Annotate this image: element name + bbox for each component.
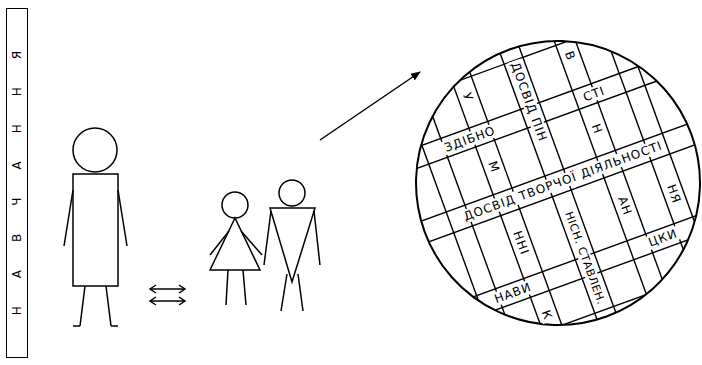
vertical-title-box: НАВЧАННЯ xyxy=(6,8,28,358)
adult-figure xyxy=(64,128,127,326)
boy-figure xyxy=(264,180,320,311)
band-text: ННІ xyxy=(510,227,533,259)
band-text: ДОСВІД ПІН xyxy=(507,59,550,146)
band-text: НІСН. СТАВЛЕН. xyxy=(562,208,609,308)
band-text: М xyxy=(484,157,502,176)
band-text: К xyxy=(538,306,556,324)
band-text: НЯ xyxy=(663,181,684,208)
double-arrows xyxy=(150,285,185,305)
band-text: АН xyxy=(614,192,635,219)
girl-figure xyxy=(210,192,262,305)
band-text: ЦКИ xyxy=(645,226,682,251)
pointer-arrow xyxy=(320,72,420,140)
band-text: ЗДІБНО xyxy=(440,122,499,155)
title-text: НАВЧАННЯ xyxy=(11,23,23,343)
band-text: В xyxy=(562,47,580,64)
band-text: У xyxy=(459,88,476,104)
band-text: Н xyxy=(588,120,606,138)
band-text: НАВИ xyxy=(491,279,536,307)
band-text: СТІ xyxy=(579,82,608,104)
woven-lattice xyxy=(353,0,702,365)
